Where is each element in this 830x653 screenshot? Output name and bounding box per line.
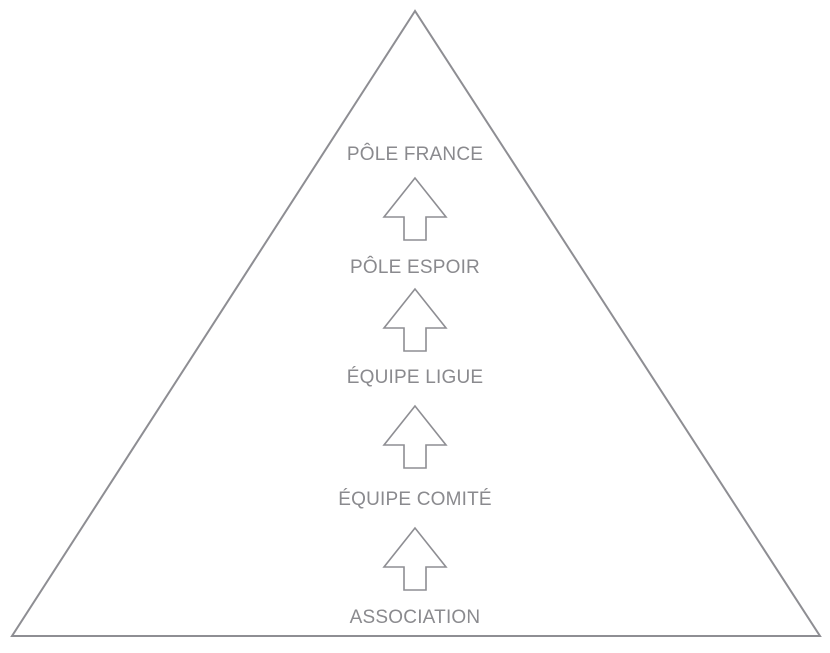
level-pole-france: PÔLE FRANCE — [346, 144, 484, 165]
level-pole-espoir: PÔLE ESPOIR — [350, 257, 480, 278]
level-association: ASSOCIATION — [349, 607, 481, 628]
pyramid-outline — [10, 9, 822, 637]
up-arrow-icon — [382, 526, 448, 591]
level-equipe-ligue: ÉQUIPE LIGUE — [346, 367, 484, 388]
up-arrow-icon — [382, 176, 448, 241]
up-arrow-icon — [382, 287, 448, 352]
up-arrow-icon — [382, 404, 448, 469]
level-equipe-comite: ÉQUIPE COMITÉ — [338, 489, 492, 510]
